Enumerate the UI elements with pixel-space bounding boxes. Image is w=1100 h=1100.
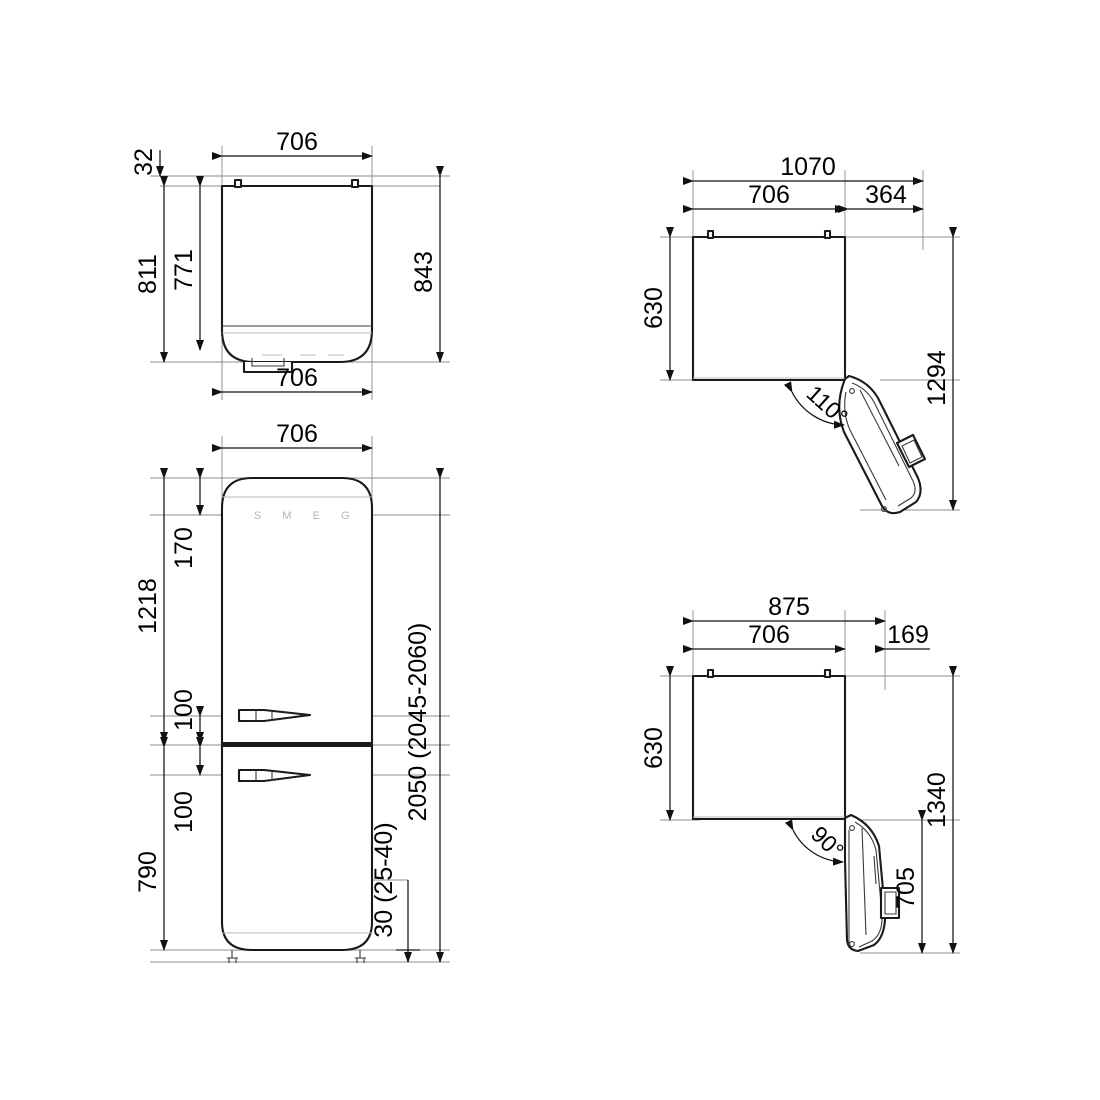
dimension-630-plan-110: 630 [640, 227, 674, 381]
opened-door-90 [843, 813, 901, 953]
upper-unit-body [220, 178, 374, 374]
dim-label-771: 771 [170, 249, 198, 291]
dim-label-630-plan-90: 630 [640, 727, 668, 769]
dimension-32: 32 [130, 148, 164, 177]
dimension-169: 169 [875, 621, 930, 653]
dimension-843: 843 [410, 166, 444, 363]
dimension-1340: 1340 [923, 666, 957, 954]
dim-label-1294: 1294 [923, 350, 951, 406]
dim-label-630-plan-110: 630 [640, 287, 668, 329]
dim-label-705: 705 [892, 867, 920, 909]
lower-door-handle [237, 768, 312, 783]
dim-label-1218: 1218 [134, 578, 162, 634]
view-top-right-plan-110: 110° 1070 706 364 630 1294 [640, 153, 960, 515]
dimension-705: 705 [892, 810, 926, 954]
dimension-706-plan-90: 706 [683, 621, 846, 653]
dimension-2050: 2050 (2045-2060) [404, 468, 444, 963]
dimension-790: 790 [134, 737, 168, 951]
dim-label-706-bottom: 706 [276, 364, 318, 392]
view-bottom-right-plan-90: 90° 875 706 169 630 705 1340 [640, 593, 960, 954]
dimension-811: 811 [134, 176, 168, 363]
dimension-706-front: 706 [212, 420, 373, 452]
dimension-100-upper: 100 [170, 689, 204, 743]
adjustable-feet [227, 950, 366, 963]
dim-label-2050: 2050 (2045-2060) [404, 623, 432, 822]
dimension-170: 170 [170, 468, 204, 569]
dim-label-364: 364 [865, 181, 907, 209]
dim-label-706-front: 706 [276, 420, 318, 448]
dim-label-32: 32 [130, 148, 158, 176]
dim-label-790: 790 [134, 851, 162, 893]
dimension-1070: 1070 [683, 153, 924, 185]
plan-cabinet-90 [691, 668, 847, 821]
dim-label-170: 170 [170, 527, 198, 569]
dim-label-843: 843 [410, 251, 438, 293]
dim-label-706-top: 706 [276, 128, 318, 156]
dim-label-100-lower: 100 [170, 791, 198, 833]
dim-label-875: 875 [768, 593, 810, 621]
dim-label-1340: 1340 [923, 772, 951, 828]
upper-door-handle [237, 708, 312, 723]
plan-cabinet-110 [691, 229, 847, 382]
dimension-1218: 1218 [134, 468, 168, 743]
dimension-706-top: 706 [212, 128, 373, 160]
dimension-1294: 1294 [923, 227, 957, 511]
dimension-706-plan-110: 706 [683, 181, 846, 213]
dimension-875: 875 [683, 593, 886, 625]
dim-label-706-plan-110: 706 [748, 181, 790, 209]
dim-label-169: 169 [887, 621, 929, 649]
dimension-771: 771 [170, 176, 204, 351]
smeg-logo: S M E G [254, 510, 359, 522]
dim-label-1070: 1070 [780, 153, 836, 181]
dimension-706-bottom: 706 [212, 364, 373, 396]
dimension-630-plan-90: 630 [640, 666, 674, 821]
full-unit-body: S M E G [220, 476, 374, 963]
view-top-left-upper-unit: 706 32 811 771 843 706 [130, 128, 450, 400]
dim-label-811: 811 [134, 254, 162, 294]
dimension-30: 30 (25-40) [370, 822, 420, 963]
dimension-100-lower: 100 [170, 737, 204, 833]
dim-label-30: 30 (25-40) [370, 822, 398, 937]
dim-label-100-upper: 100 [170, 689, 198, 731]
view-bottom-left-full-elevation: S M E G 706 1 [134, 420, 450, 963]
dimension-364: 364 [838, 181, 924, 213]
dim-label-706-plan-90: 706 [748, 621, 790, 649]
door-split-line [222, 742, 372, 747]
